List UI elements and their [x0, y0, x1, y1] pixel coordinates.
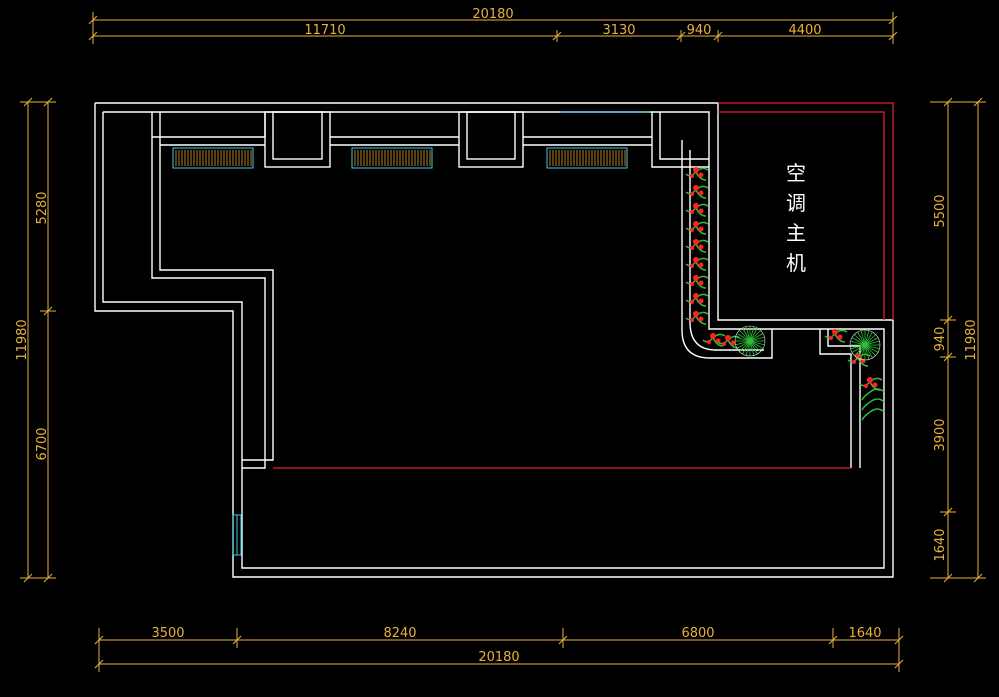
bottom-seg1-dim: 3500: [151, 626, 184, 641]
palm-plant-icon: [849, 329, 881, 361]
bottom-seg2-dim: 8240: [383, 626, 416, 641]
top-seg2-dim: 3130: [602, 23, 635, 38]
left-lower-dim: 6700: [35, 427, 50, 460]
ac-unit-label-char3: 主: [786, 221, 806, 245]
top-seg1-dim: 11710: [304, 23, 345, 38]
top-seg4-dim: 4400: [788, 23, 821, 38]
left-dimension-lines: [20, 97, 56, 583]
planter-plants: [685, 167, 885, 421]
right-seg1-dim: 5500: [933, 194, 948, 227]
bottom-dimension-lines: [94, 628, 904, 672]
left-upper-dim: 5280: [35, 191, 50, 224]
right-overall-dim: 11980: [964, 319, 979, 360]
side-window: [232, 514, 242, 556]
right-dimension-lines: [930, 97, 986, 583]
vent-grille: [351, 147, 433, 169]
left-overall-dim: 11980: [15, 319, 30, 360]
bottom-seg3-dim: 6800: [681, 626, 714, 641]
palm-plant-icon: [734, 325, 766, 357]
top-seg3-dim: 940: [687, 23, 712, 38]
bottom-seg4-dim: 1640: [848, 626, 881, 641]
ac-unit-label-char4: 机: [786, 251, 806, 275]
right-seg4-dim: 1640: [933, 528, 948, 561]
outer-walls: [94, 102, 894, 578]
vent-grille: [172, 147, 254, 169]
right-seg2-dim: 940: [933, 327, 948, 352]
bottom-overall-dim: 20180: [478, 650, 519, 665]
inner-walls: [151, 111, 861, 469]
red-boundary-lines: [273, 102, 894, 469]
ac-unit-label-char1: 空: [786, 161, 806, 185]
top-dimension-lines: [88, 12, 898, 44]
vent-grille: [546, 147, 628, 169]
top-overall-dim: 20180: [472, 7, 513, 22]
right-seg3-dim: 3900: [933, 418, 948, 451]
ac-unit-label-char2: 调: [786, 191, 806, 215]
vent-grilles: [172, 147, 628, 169]
